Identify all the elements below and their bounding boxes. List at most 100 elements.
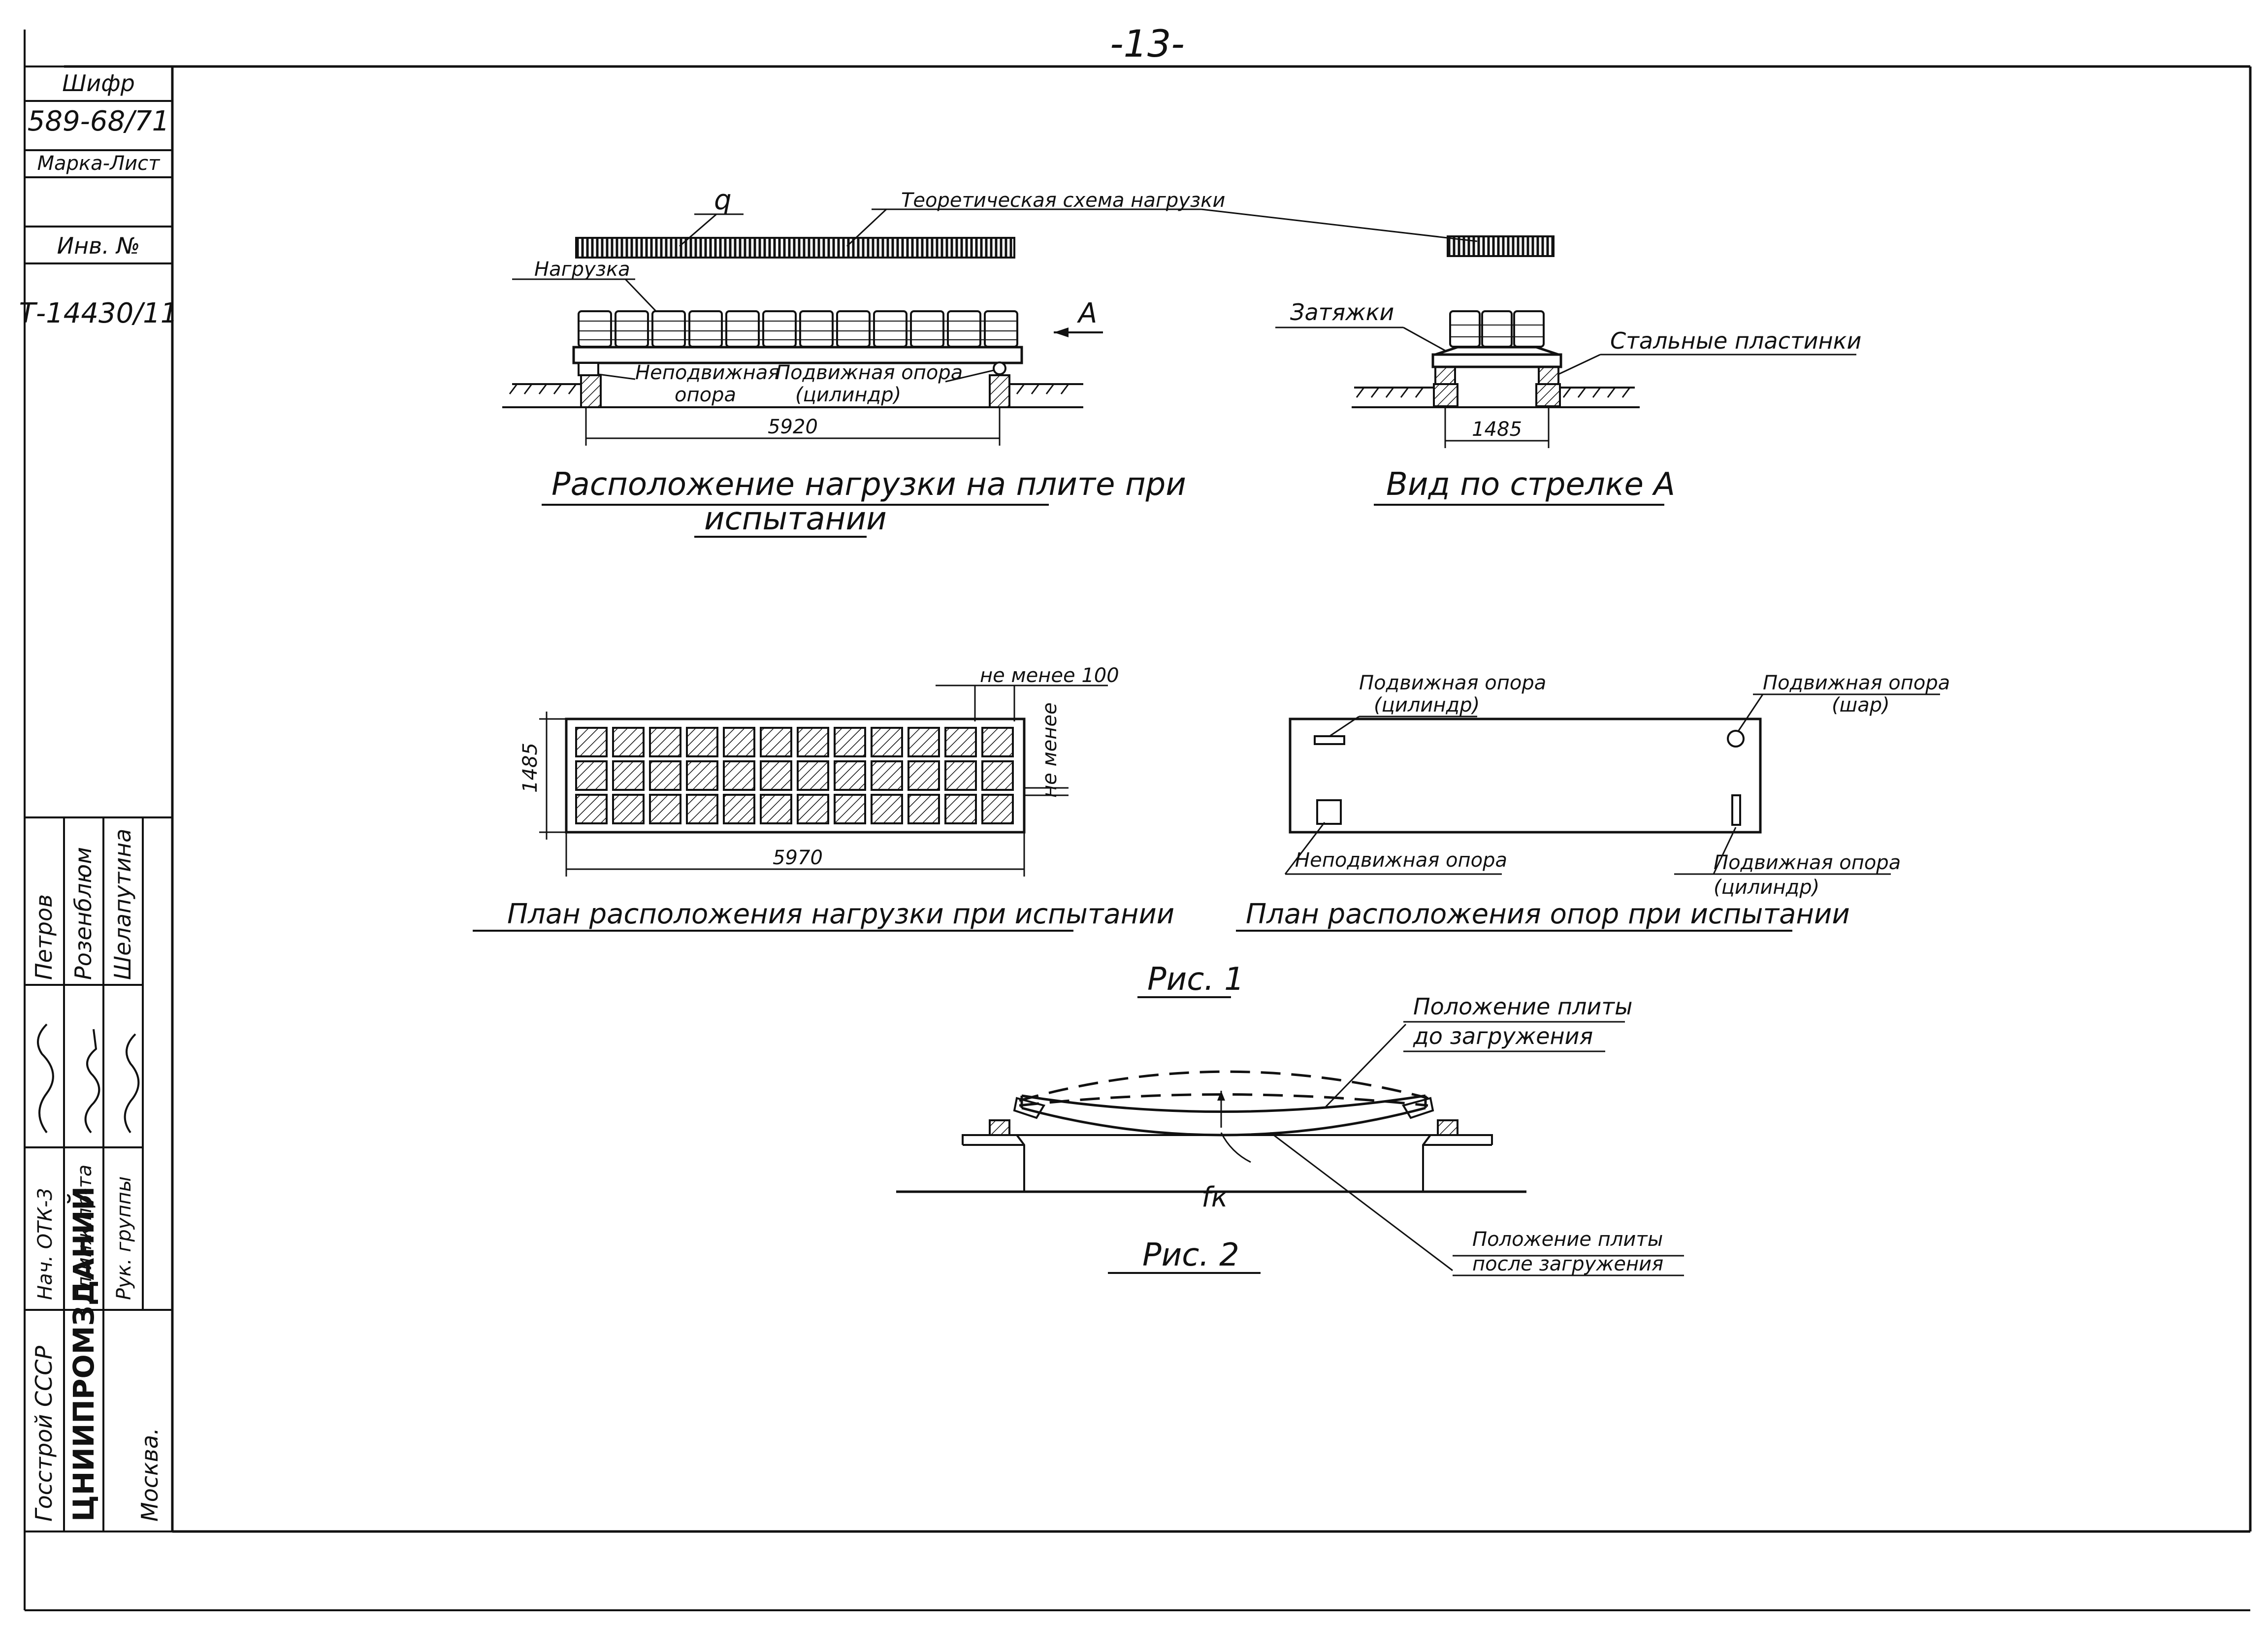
load-cell [686,727,718,757]
load-cell [797,794,829,824]
role-3: Рук. группы [113,1176,135,1300]
name-2: Розенблюм [70,847,97,980]
fig2-label: Рис. 2 [1142,1237,1239,1273]
sheet-frame [24,30,2252,1611]
load-cell [723,727,755,757]
deflection-diagram: fк Положение плиты до загружения Положен… [896,993,1684,1276]
load-cell [649,727,681,757]
load-plan: не менее 100 не менее 1485 5970 План рас… [473,664,1174,932]
name-1: Петров [31,894,57,980]
theory-label: Теоретическая схема нагрузки [901,189,1225,212]
min-100-label: не менее 100 [980,664,1119,687]
deflection-label: fк [1201,1181,1228,1213]
inv-label: Инв. № [57,232,140,259]
ties-label: Затяжки [1290,299,1394,326]
title-block: Шифр 589-68/71 Марка-Лист Инв. № Т-14430… [19,65,178,1531]
moving-cyl2-label-1: Подвижная опора [1714,851,1901,874]
slab-side [572,346,1023,364]
slab-after-bottom [1021,1094,1426,1113]
load-cell [575,727,608,757]
signature-1 [37,1023,54,1134]
sheet-label: Марка-Лист [37,152,161,175]
load-cell [907,760,940,791]
load-cell [612,794,645,824]
load-cell [575,794,608,824]
org-name: Госстрой СССР [31,1346,57,1522]
load-cell [575,760,608,791]
load-cell [723,794,755,824]
load-cell [981,727,1014,757]
before-label-2: до загружения [1413,1023,1593,1049]
min-label-vertical: не менее [1038,702,1061,798]
load-plan-dim-h: 1485 [519,743,542,793]
theory-load-bar [575,237,1015,259]
view-a-caption: Вид по стрелке А [1386,466,1675,503]
page-number: -13- [1110,22,1185,65]
arrow-a-label: А [1077,297,1097,329]
load-cell [649,794,681,824]
fixed-support-plan-label: Неподвижная опора [1295,849,1507,872]
support-plan-slab [1289,717,1762,834]
moving-support-label-2: (цилиндр) [795,384,901,406]
after-label-2: после загружения [1472,1253,1663,1275]
load-cell [981,794,1014,824]
after-label-1: Положение плиты [1472,1228,1663,1251]
load-cell [760,794,792,824]
role-1: Нач. ОТК-3 [34,1188,57,1300]
load-cell [760,727,792,757]
load-label: Нагрузка [534,258,630,281]
load-cell [834,760,866,791]
side-caption-2: испытании [704,501,887,537]
before-label-1: Положение плиты [1413,993,1632,1020]
name-3: Шелапутина [109,829,136,980]
view-a-dim-1485: 1485 [1472,418,1522,441]
load-cell [797,727,829,757]
load-cell [649,760,681,791]
load-cell [981,760,1014,791]
fixed-support-label-2: опора [675,384,736,406]
moving-ball-label-1: Подвижная опора [1763,672,1950,694]
inv-value: Т-14430/11 [19,297,178,329]
role-2: Гл.инж.пр-та [73,1165,96,1300]
city-name: Москва. [136,1428,163,1522]
signature-2 [84,1029,100,1134]
support-plan-caption: План расположения опор при испытании [1246,898,1850,930]
load-plan-dim-w: 5970 [773,847,823,869]
code-value: 589-68/71 [28,105,169,137]
load-cell [944,727,977,757]
load-plan-caption: План расположения нагрузки при испытании [507,898,1174,930]
moving-cyl-label-1: Подвижная опора [1359,672,1546,694]
fixed-support-label-1: Неподвижная [635,361,779,384]
load-cell [871,727,903,757]
view-arrow-a: Затяжки Стальные пластинки 1485 Вид по с… [1275,299,1861,506]
load-cell [871,794,903,824]
load-cell [871,760,903,791]
load-cell [834,794,866,824]
load-cell [612,760,645,791]
load-cell [907,727,940,757]
moving-cyl2-label-2: (цилиндр) [1714,876,1819,899]
slab-before-dashed-2 [1019,1093,1428,1107]
load-side-view: q Теоретическая схема нагрузки Нагрузка [502,184,1555,538]
load-cell [907,794,940,824]
load-cell [797,760,829,791]
signature-3 [124,1033,140,1134]
code-label: Шифр [62,70,135,97]
load-cell [686,760,718,791]
load-cell [723,760,755,791]
load-blocks [578,310,1018,348]
slab-before-dashed [1019,1070,1428,1102]
load-cell [834,727,866,757]
q-label: q [714,184,732,216]
plates-label: Стальные пластинки [1610,327,1861,354]
load-cell [686,794,718,824]
load-plan-grid [575,727,1014,824]
side-dim-5920: 5920 [768,416,818,438]
side-caption-1: Расположение нагрузки на плите при [551,466,1186,503]
moving-ball-label-2: (шар) [1832,694,1890,716]
institute-name: ЦНИИПРОМЗДАНИЙ [66,1186,100,1522]
load-cell [944,794,977,824]
moving-support-label-1: Подвижная опора [776,361,963,384]
support-plan: Подвижная опора (цилиндр) Подвижная опор… [1236,672,1950,932]
